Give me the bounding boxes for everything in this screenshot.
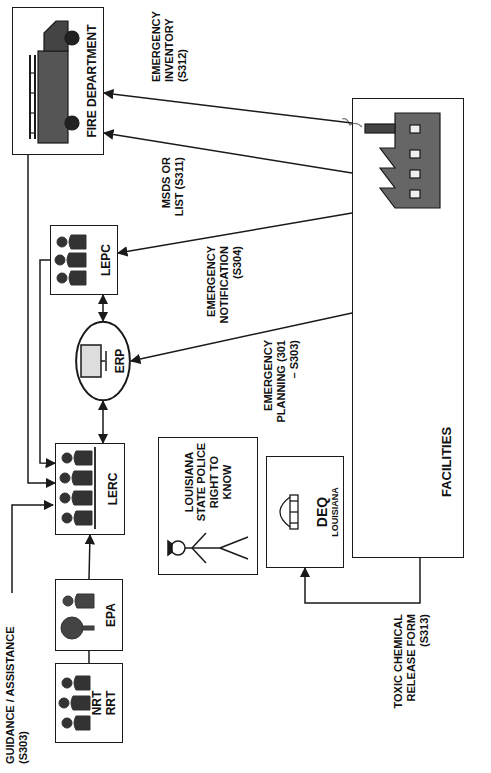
node-text: FACILITIES [440, 427, 455, 497]
flow-arrow [104, 93, 352, 123]
agency-box: LEPC [50, 225, 118, 295]
node-text: LEPC [100, 244, 114, 276]
agency-box: NRT RRT [55, 663, 123, 743]
plan-ellipse: ERP [75, 321, 131, 401]
guidance-line [12, 505, 53, 593]
people-icon [60, 447, 95, 529]
flow-arrow [28, 155, 55, 483]
tree-icon [61, 594, 94, 639]
facility-box: FACILITIES [352, 98, 464, 558]
agency-box: FIRE DEPARTMENT [12, 7, 104, 155]
node-text: LOUISIANA STATE POLICE RIGHT TO KNOW [183, 442, 234, 522]
flow-arrow [305, 558, 420, 603]
text-group: DEQLOUISIANA [314, 487, 340, 537]
people-icon [59, 676, 90, 730]
police-figure [168, 533, 248, 563]
edge-label: TOXIC CHEMICAL RELEASE FORM (S313) [392, 613, 432, 733]
node-text: DEQ [314, 487, 330, 537]
flow-arrow [40, 260, 55, 463]
node-text: FIRE DEPARTMENT [86, 24, 100, 137]
node-text: NRT RRT [91, 685, 119, 721]
flow-arrow [102, 401, 104, 443]
flow-arrow [102, 295, 104, 321]
flow-arrow [104, 133, 352, 173]
agency-box: LERC [55, 443, 125, 535]
edge-label: MSDS OR LIST (S311) [160, 156, 186, 228]
agency-box: DEQLOUISIANA [266, 456, 344, 568]
capitol-icon [280, 495, 298, 529]
node-text: LERC [107, 473, 121, 506]
edge-label: EMERGENCY INVENTORY (S312) [150, 7, 190, 83]
computer-icon [81, 345, 106, 377]
free-label: GUIDANCE / ASSISTANCE (S303) [4, 598, 30, 765]
edge-label: EMERGENCY NOTIFICATION (S304) [205, 245, 245, 333]
edge-label: EMERGENCY PLANNING (301 – S303) [262, 339, 302, 428]
node-text: LOUISIANA [330, 487, 340, 537]
people-icon [55, 235, 86, 285]
fire-truck-icon [30, 21, 79, 143]
agency-box: LOUISIANA STATE POLICE RIGHT TO KNOW [158, 437, 258, 575]
node-text: EPA [105, 603, 119, 627]
flow-arrow [89, 535, 90, 579]
agency-box: EPA [55, 579, 123, 651]
flow-arrow [88, 651, 90, 663]
factory-icon [342, 113, 440, 208]
node-text: ERP [114, 349, 128, 374]
